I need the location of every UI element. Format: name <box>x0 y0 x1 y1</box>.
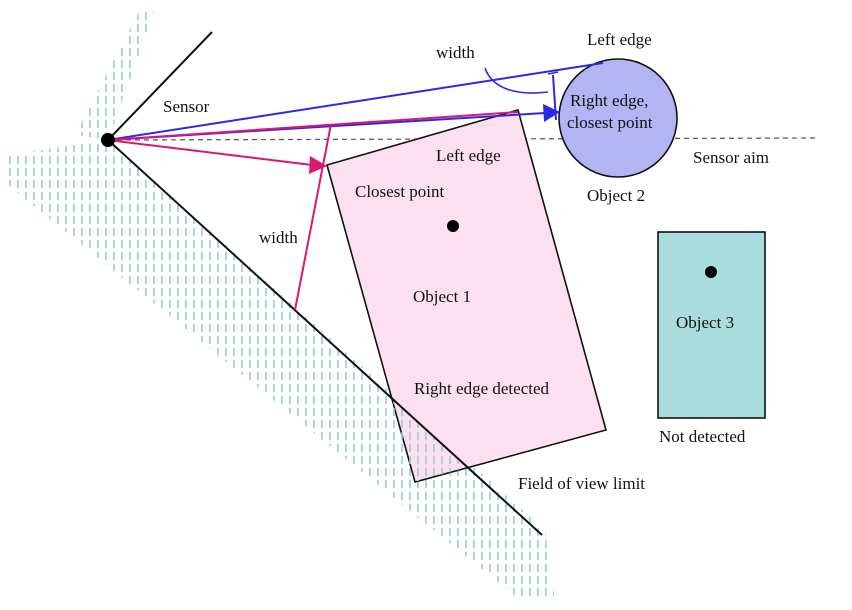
label-object1-closest-point: Closest point <box>355 182 445 201</box>
blind-zone-lower-hatch <box>8 140 555 600</box>
arrowhead-object2-closest <box>543 104 560 122</box>
label-object2-right-edge: Right edge, <box>570 91 648 110</box>
label-object3-status: Not detected <box>659 427 746 446</box>
fov-upper-line <box>107 31 213 141</box>
fov-lower-line <box>107 139 543 536</box>
object2-shape <box>558 58 678 178</box>
width-leader-object2 <box>484 67 549 94</box>
label-width-left: width <box>259 228 298 247</box>
object1-center-dot <box>447 220 459 232</box>
width-bar-object1 <box>294 123 332 311</box>
label-object1-right-edge: Right edge detected <box>414 379 550 398</box>
label-sensor-aim: Sensor aim <box>693 148 769 167</box>
label-object2-closest-point: closest point <box>567 113 653 132</box>
width-bar-object2 <box>552 74 557 121</box>
label-sensor: Sensor <box>163 97 210 116</box>
blind-zone-upper-hatch <box>75 10 155 140</box>
object1-hatched-portion <box>388 395 466 482</box>
label-object2-left-edge: Left edge <box>587 30 652 49</box>
width-bar-tick-top <box>547 71 559 75</box>
label-object1-name: Object 1 <box>413 287 471 306</box>
object3-center-dot <box>705 266 717 278</box>
label-object2-name: Object 2 <box>587 186 645 205</box>
arrowhead-object1-closest <box>309 156 327 174</box>
ray-object2-left-edge <box>107 62 604 141</box>
object3-shape <box>657 231 766 419</box>
label-object1-left-edge: Left edge <box>436 146 501 165</box>
ray-object1-closest-point <box>107 139 313 166</box>
label-field-of-view-limit: Field of view limit <box>518 474 645 493</box>
ray-object1-left-edge <box>107 111 519 141</box>
object1-shape <box>326 109 607 483</box>
label-object3-name: Object 3 <box>676 313 734 332</box>
label-width-top: width <box>436 43 475 62</box>
sensor-dot <box>101 133 115 147</box>
